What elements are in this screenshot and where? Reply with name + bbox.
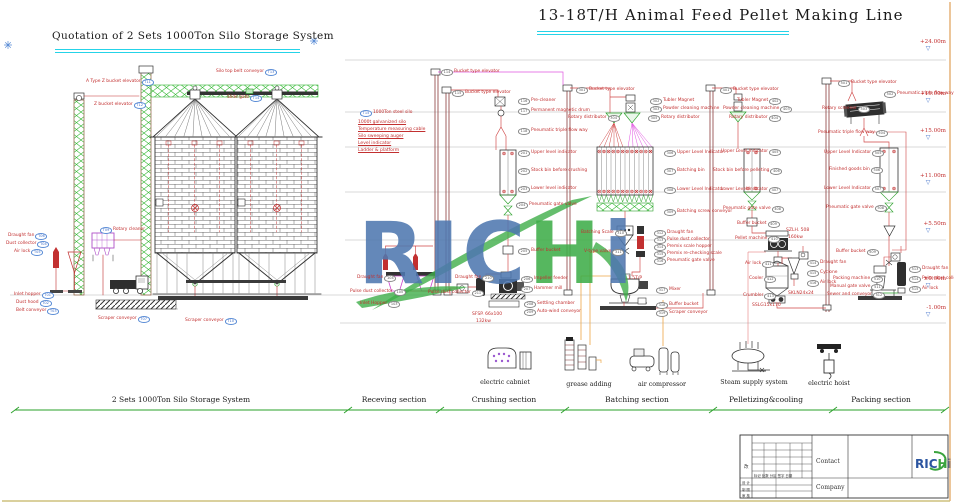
titleblock-logo-swoosh (929, 451, 947, 471)
silo-temperature-cables (165, 140, 305, 233)
silo-1 (149, 85, 241, 254)
intake-pit-grid (95, 299, 177, 310)
titleblock-row-design: 设 计 (742, 481, 750, 485)
receiving-elevator-tower (73, 99, 85, 296)
silo-discharge-conveyor (186, 280, 286, 283)
packing-dust-collector (897, 262, 906, 286)
grease-adding-icon (564, 337, 602, 371)
legend-icons (487, 337, 841, 380)
silo-2 (232, 85, 323, 254)
reference-mark-icon (3, 40, 13, 50)
titleblock-company-label: Company (816, 484, 845, 491)
slide-gate (245, 88, 254, 94)
silo-storage-structure (50, 65, 323, 310)
pneumatic-routing-lines (438, 71, 564, 85)
pellet-mill-body (768, 238, 788, 250)
titleblock-row-draw: 制 图 (742, 487, 750, 492)
electric-hoist-icon (817, 344, 841, 380)
unloading-truck (110, 275, 149, 294)
title-underlines (55, 31, 789, 53)
silo-filling-elevator-tower (140, 71, 152, 296)
silo-dust-collector-cluster (50, 247, 82, 293)
batching-scraper-conveyor (600, 306, 656, 310)
cooler-body (765, 265, 789, 289)
titleblock-contact-label: Contact (816, 458, 840, 465)
section-dimension-line (10, 406, 950, 414)
title-block: RICHi (739, 434, 952, 499)
batching-equipment (570, 87, 704, 310)
titleblock-row-check: 审 核 (742, 494, 750, 498)
rotary-screener-body (845, 101, 885, 118)
silo-quotation-title: Quotation of 2 Sets 1000Ton Silo Storage… (52, 30, 334, 42)
pelletizing-equipment (712, 87, 826, 344)
titleblock-header-row: 标记 处数 分区 签字 日期 (754, 473, 793, 478)
watermark-logo: RICHi (356, 196, 636, 310)
silo-hopper-supports (152, 252, 322, 297)
watermark-text: RICHi (358, 204, 636, 304)
main-line-title: 13-18T/H Animal Feed Pellet Making Line (538, 6, 904, 24)
packing-equipment (830, 80, 907, 300)
silo-tunnel-conveyor (158, 296, 308, 300)
silo-top-truss-conveyor (150, 84, 319, 98)
sewing-conveyor (858, 296, 902, 300)
packing-bag (875, 275, 886, 289)
titleblock-rev-label: 改 (744, 465, 749, 470)
electric-cabinet-icon (487, 347, 532, 370)
air-compressor-icon (629, 347, 680, 375)
steam-supply-icon (731, 341, 770, 373)
rotary-cleaner (83, 95, 142, 296)
